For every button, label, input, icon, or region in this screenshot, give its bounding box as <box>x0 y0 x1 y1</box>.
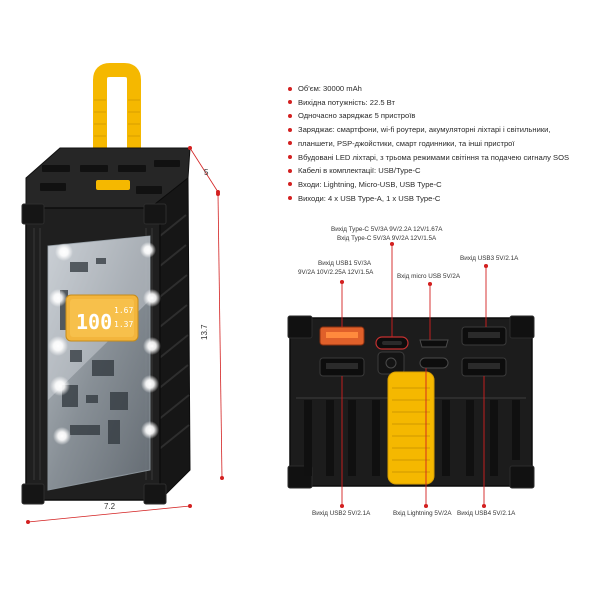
label-usb1-line2: 9V/2A 10V/2.25A 12V/1.5A <box>298 269 374 276</box>
spec-item: планшети, PSP-джойстики, смарт годинники… <box>288 137 600 151</box>
powerbank-port-view <box>287 315 535 489</box>
spec-item: Одночасно заряджає 5 пристроїв <box>288 109 600 123</box>
label-typec-in: Вхід Type-C 5V/3A 9V/2A 12V/1.5A <box>337 235 437 242</box>
label-usb3: Вихід USB3 5V/2.1A <box>460 255 519 262</box>
spec-list: Об'єм: 30000 mAh Вихідна потужність: 22.… <box>288 82 600 205</box>
label-micro-in: Вхід micro USB 5V/2A <box>397 273 461 280</box>
led-light <box>48 336 68 356</box>
powerbank-front-view <box>21 63 191 505</box>
label-usb4: Вихід USB4 5V/2.1A <box>457 510 516 517</box>
dimension-lines <box>25 145 224 525</box>
dimension-depth: 5 <box>204 168 209 177</box>
display-value-top: 1.67 <box>114 306 133 315</box>
led-lights <box>48 242 161 445</box>
callout-lines <box>339 241 489 509</box>
led-light <box>50 376 70 396</box>
label-usb1-line1: Вихід USB1 5V/3A <box>318 260 372 267</box>
micro-usb-port <box>419 339 449 348</box>
strap-base <box>96 180 130 190</box>
lightning-port <box>419 357 449 369</box>
strap-loop <box>93 63 141 210</box>
led-light <box>143 337 161 355</box>
display-percent: 100 <box>76 310 112 334</box>
power-button <box>377 351 405 375</box>
led-light <box>55 243 73 261</box>
label-usb2: Вихід USB2 5V/2.1A <box>312 510 371 517</box>
spec-item: Вбудовані LED ліхтарі, з трьома режимами… <box>288 151 600 165</box>
spec-item: Виходи: 4 x USB Type-A, 1 x USB Type-C <box>288 192 600 206</box>
label-lightning-in: Вхід Lightning 5V/2A <box>393 510 452 517</box>
led-light <box>143 289 161 307</box>
spec-item: Кабелі в комплектації: USB/Type-C <box>288 164 600 178</box>
spec-item: Входи: Lightning, Micro-USB, USB Type-C <box>288 178 600 192</box>
spec-item: Заряджає: смартфони, wi-fi роутери, акум… <box>288 123 600 137</box>
led-light <box>49 289 67 307</box>
led-light <box>140 242 156 258</box>
strap-folded <box>387 371 435 485</box>
dimension-width: 7.2 <box>104 502 116 511</box>
dimension-height: 13.7 <box>200 324 209 340</box>
label-typec-out: Вихід Type-C 5V/3A 9V/2.2A 12V/1.67A <box>331 226 443 233</box>
led-light <box>141 421 159 439</box>
spec-item: Об'єм: 30000 mAh <box>288 82 600 96</box>
led-light <box>141 375 159 393</box>
display-value-bottom: 1.37 <box>114 320 133 329</box>
led-light <box>53 427 71 445</box>
spec-item: Вихідна потужність: 22.5 Вт <box>288 96 600 110</box>
